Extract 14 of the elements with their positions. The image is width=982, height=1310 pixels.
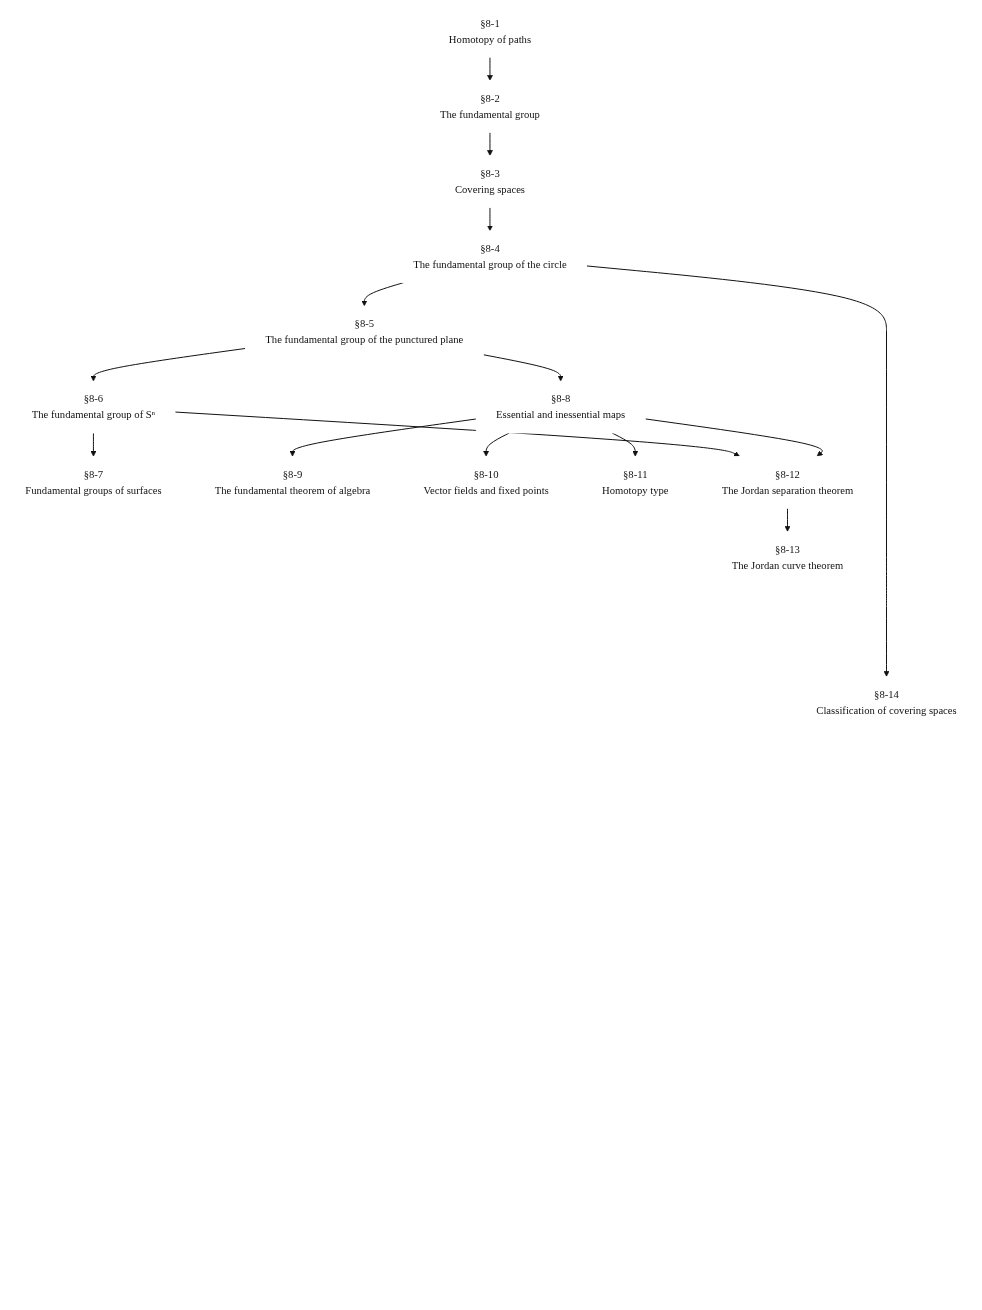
node-text: §8-7 Fundamental groups of surfaces (25, 468, 162, 496)
node-text: §8-9 The fundamental theorem of algebra (214, 468, 371, 496)
node-text: §8-2 The fundamental group (440, 92, 540, 120)
node-text: §8-12 The Jordan separation theorem (721, 468, 854, 496)
node-text: §8-5 The fundamental group of the punctured plane (265, 317, 464, 346)
node-text: §8-13 The Jordan curve theorem (731, 543, 844, 571)
node-text: §8-4 The fundamental group of the circle (413, 242, 567, 271)
node-text: §8-14 Classification of covering spaces (816, 688, 957, 716)
node-text: §8-10 Vector fields and fixed points (423, 468, 549, 496)
node-text: §8-1 Homotopy of paths (448, 17, 532, 45)
node-text: §8-3 Covering spaces (454, 167, 525, 195)
node-text: §8-11 Homotopy type (601, 468, 669, 496)
node-text: §8-6 The fundamental group of Sⁿ (31, 393, 156, 421)
arrow (586, 265, 890, 677)
